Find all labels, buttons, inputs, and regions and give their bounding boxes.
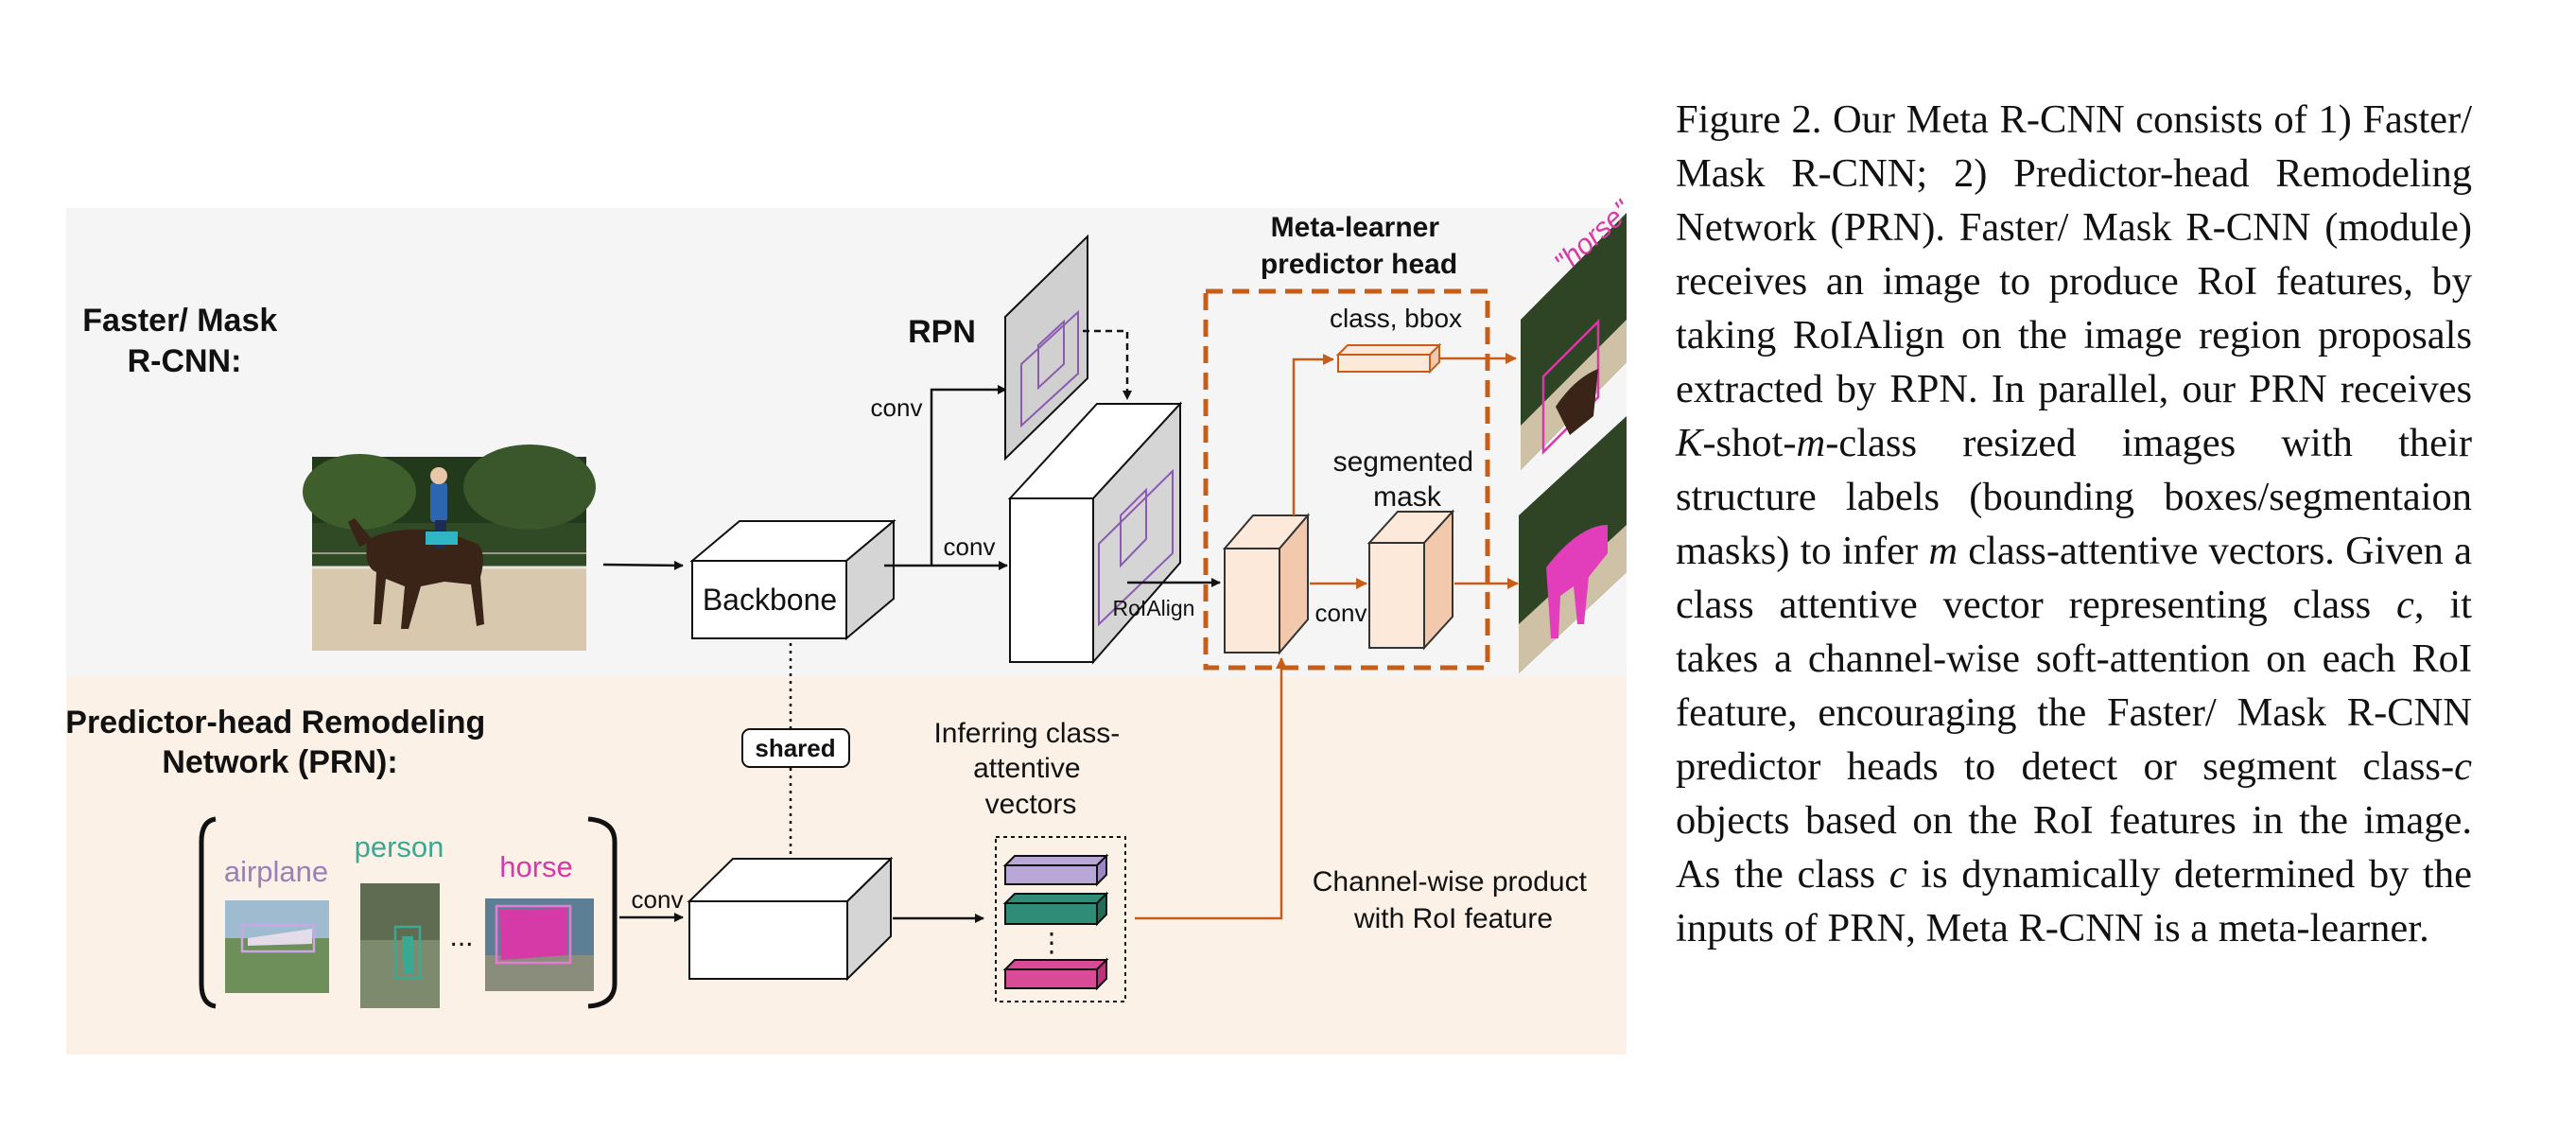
caption-math: m (1928, 529, 1958, 573)
class-bbox-vector (1335, 342, 1442, 375)
prn-box (687, 856, 894, 982)
output-detection-image (1521, 213, 1627, 470)
query-image (303, 444, 596, 651)
segmented-mask-label: segmented mask (1333, 446, 1482, 513)
caption-math: c (1888, 852, 1907, 897)
class-vector-person (1002, 891, 1109, 927)
class-vector-airplane (1002, 853, 1109, 887)
conv-label-backbone: conv (944, 532, 996, 561)
caption-math: c (2396, 583, 2414, 627)
support-class-airplane: airplane (224, 855, 328, 888)
conv-label-prn: conv (632, 885, 684, 914)
feature-map-box (1007, 401, 1183, 665)
mask-feature-box (1366, 509, 1455, 651)
support-right-bracket (587, 816, 618, 1009)
caption-text: objects based on the RoI features in the… (1676, 798, 2472, 897)
caption-text: Figure 2. Our Meta R-CNN consists of 1) … (1676, 97, 2472, 411)
meta-learner-head-region (1203, 288, 1490, 671)
class-bbox-label: class, bbox (1330, 304, 1462, 333)
architecture-figure: Faster/ Mask R-CNN: Predictor-head Remod… (65, 194, 1638, 1055)
support-image-airplane (225, 900, 329, 993)
caption-text: class-attentive vectors. Given a class a… (1676, 529, 2472, 627)
caption-math: c (2454, 744, 2472, 789)
class-vector-horse (1002, 957, 1109, 991)
support-image-person (360, 883, 440, 1008)
shared-label: shared (755, 734, 835, 762)
backbone-box (689, 518, 896, 641)
class-vectors-group (995, 836, 1126, 1002)
shared-badge (741, 728, 850, 768)
roialign-label: RoIAlign (1113, 596, 1195, 620)
caption-text: -class resized images with their structu… (1676, 421, 2472, 573)
meta-learner-title: Meta-learner predictor head (1261, 212, 1457, 280)
support-left-bracket (199, 816, 217, 1009)
prn-title: Predictor-head Remodeling Network (PRN): (65, 705, 494, 780)
support-ellipsis: ... (449, 921, 473, 952)
output-mask-image (1519, 416, 1627, 673)
caption-text: is dynamically determined by the inputs … (1676, 852, 2472, 950)
support-class-person: person (355, 830, 444, 863)
caption-math: K (1676, 421, 1703, 465)
support-class-horse: horse (499, 850, 573, 883)
caption-math: m (1796, 421, 1826, 465)
caption-text: -shot- (1702, 421, 1797, 465)
figure-caption: Figure 2. Our Meta R-CNN consists of 1) … (1676, 93, 2472, 955)
backbone-label: Backbone (703, 583, 837, 617)
channel-product-label: Channel-wise product with RoI feature (1313, 866, 1595, 934)
faster-rcnn-title: Faster/ Mask R-CNN: (82, 303, 286, 379)
roi-feature-box (1222, 513, 1311, 655)
conv-label-head: conv (1315, 599, 1367, 627)
vector-dots: ⋮ (1038, 928, 1065, 957)
rpn-panel (1004, 234, 1088, 462)
support-image-horse (485, 898, 594, 991)
inferring-label: Inferring class- attentive vectors (933, 718, 1127, 820)
architecture-diagram: Faster/ Mask R-CNN: Predictor-head Remod… (65, 194, 1638, 1055)
conv-label-rpn: conv (871, 393, 923, 422)
rpn-label: RPN (908, 314, 976, 350)
caption-text: , it takes a channel-wise soft-attention… (1676, 583, 2472, 789)
